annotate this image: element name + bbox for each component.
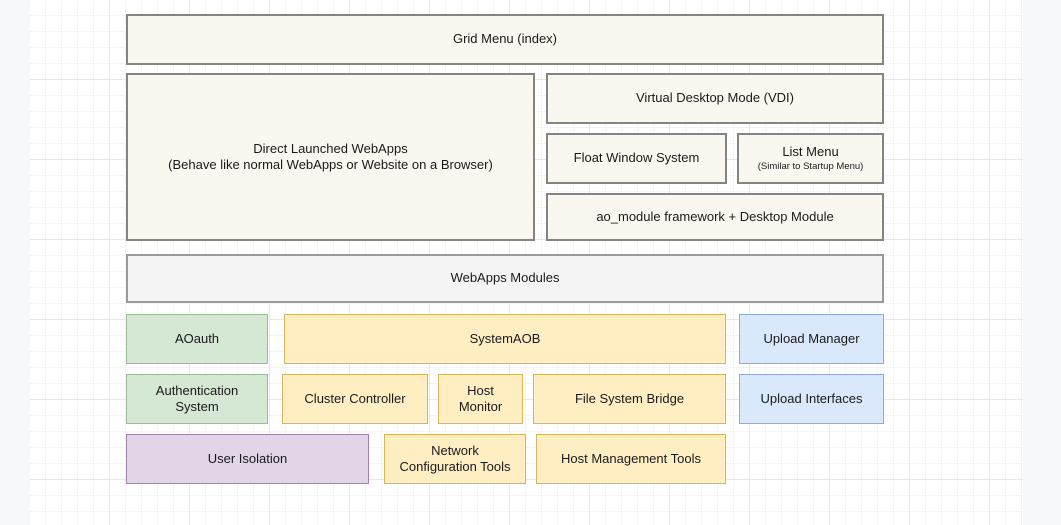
node-authentication-system-label-line1: Authentication (155, 382, 239, 398)
node-list-menu-sub: (Similar to Startup Menu) (757, 161, 864, 173)
node-cluster-controller-label: Cluster Controller (304, 390, 406, 406)
node-direct-launched-webapps-sub: (Behave like normal WebApps or Website o… (168, 157, 493, 172)
node-ao-module-framework-label: ao_module framework + Desktop Module (596, 208, 834, 224)
node-network-configuration-tools[interactable]: Network Configuration Tools (384, 434, 526, 484)
node-upload-manager-label: Upload Manager (763, 330, 860, 346)
node-host-management-tools-label: Host Management Tools (561, 450, 701, 466)
node-network-configuration-tools-label-line2: Configuration Tools (399, 459, 511, 474)
node-cluster-controller[interactable]: Cluster Controller (282, 374, 428, 424)
node-direct-launched-webapps[interactable]: Direct Launched WebApps (Behave like nor… (126, 73, 535, 241)
node-float-window-system-label: Float Window System (573, 150, 700, 166)
node-list-menu[interactable]: List Menu (Similar to Startup Menu) (737, 133, 884, 184)
diagram-canvas[interactable]: Grid Menu (index) Direct Launched WebApp… (30, 0, 1023, 525)
node-authentication-system[interactable]: Authentication System (126, 374, 268, 424)
node-host-monitor-label-line2: Monitor (458, 399, 503, 414)
node-system-aob-label: SystemAOB (469, 330, 541, 346)
node-host-monitor[interactable]: Host Monitor (438, 374, 523, 424)
node-file-system-bridge-label: File System Bridge (574, 390, 685, 406)
node-user-isolation[interactable]: User Isolation (126, 434, 369, 484)
node-authentication-system-label-line2: System (175, 399, 219, 414)
node-file-system-bridge[interactable]: File System Bridge (533, 374, 726, 424)
node-float-window-system[interactable]: Float Window System (546, 133, 727, 184)
node-upload-manager[interactable]: Upload Manager (739, 314, 884, 364)
node-webapps-modules[interactable]: WebApps Modules (126, 254, 884, 303)
node-system-aob[interactable]: SystemAOB (284, 314, 726, 364)
node-webapps-modules-label: WebApps Modules (450, 270, 560, 286)
node-upload-interfaces-label: Upload Interfaces (760, 390, 863, 406)
node-host-management-tools[interactable]: Host Management Tools (536, 434, 726, 484)
node-list-menu-label: List Menu (782, 143, 839, 159)
node-virtual-desktop-mode[interactable]: Virtual Desktop Mode (VDI) (546, 73, 884, 124)
node-aoauth-label: AOauth (174, 330, 220, 346)
node-virtual-desktop-mode-label: Virtual Desktop Mode (VDI) (636, 90, 794, 106)
node-network-configuration-tools-label-line1: Network (431, 442, 479, 458)
node-grid-menu[interactable]: Grid Menu (index) (126, 14, 884, 65)
node-user-isolation-label: User Isolation (207, 450, 288, 466)
node-grid-menu-label: Grid Menu (index) (452, 31, 558, 47)
node-ao-module-framework[interactable]: ao_module framework + Desktop Module (546, 193, 884, 241)
node-upload-interfaces[interactable]: Upload Interfaces (739, 374, 884, 424)
node-aoauth[interactable]: AOauth (126, 314, 268, 364)
node-direct-launched-webapps-label: Direct Launched WebApps (253, 140, 408, 156)
node-host-monitor-label-line1: Host (467, 382, 494, 398)
